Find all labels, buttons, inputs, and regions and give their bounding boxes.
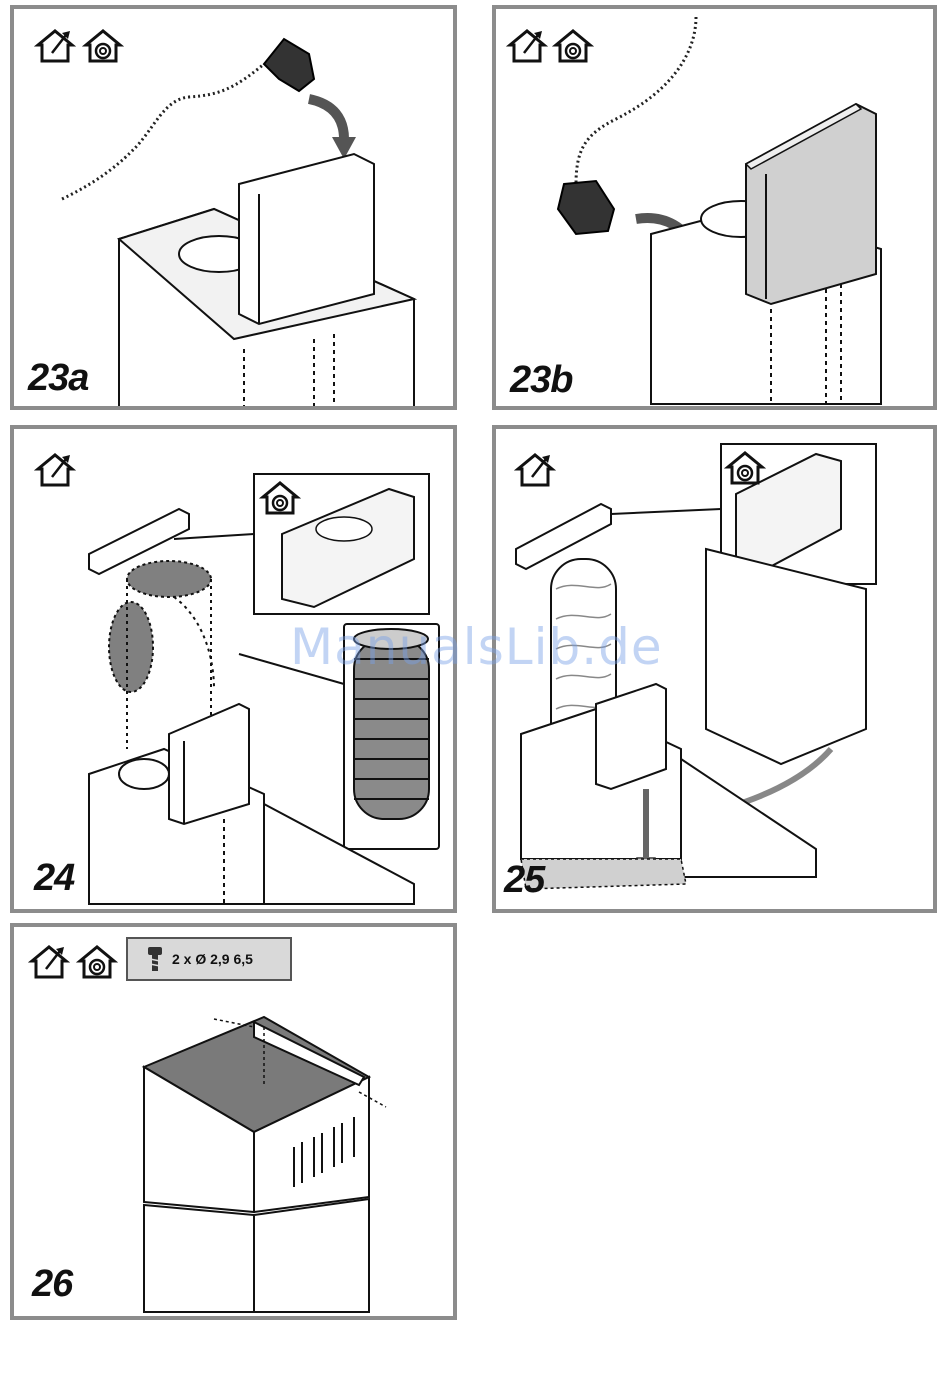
duct-out-icon xyxy=(34,27,76,65)
illustration-23a xyxy=(14,9,457,410)
duct-out-icon xyxy=(34,451,76,489)
duct-out-icon xyxy=(506,27,548,65)
screw-spec-box: 2 x Ø 2,9 6,5 xyxy=(126,937,292,981)
recirculation-icon xyxy=(724,449,766,487)
duct-out-icon xyxy=(34,451,76,489)
panel-23a: 23a xyxy=(10,5,457,410)
panel-26: 2 x Ø 2,9 6,5 26 xyxy=(10,923,457,1320)
watermark: ManualsLib.de xyxy=(290,618,663,676)
panel-23b: 23b xyxy=(492,5,937,410)
duct-out-icon xyxy=(28,943,70,981)
duct-out-icon xyxy=(28,943,70,981)
screw-icon xyxy=(140,945,170,975)
duct-out-icon xyxy=(514,451,556,489)
recirculation-icon xyxy=(259,479,301,517)
recirculation-icon xyxy=(724,449,766,487)
step-label: 23b xyxy=(510,359,572,402)
step-label: 25 xyxy=(504,859,544,902)
recirculation-icon xyxy=(82,27,124,65)
illustration-23b xyxy=(496,9,937,410)
screw-spec-text: 2 x Ø 2,9 6,5 xyxy=(172,951,253,967)
recirculation-icon xyxy=(552,27,594,65)
recirculation-icon xyxy=(76,943,118,981)
recirculation-icon xyxy=(76,943,118,981)
duct-out-icon xyxy=(34,27,76,65)
recirculation-icon xyxy=(552,27,594,65)
illustration-26 xyxy=(14,927,457,1320)
duct-out-icon xyxy=(514,451,556,489)
step-label: 24 xyxy=(34,857,74,900)
step-label: 26 xyxy=(32,1263,72,1306)
step-label: 23a xyxy=(28,357,88,400)
recirculation-icon xyxy=(259,479,301,517)
recirculation-icon xyxy=(82,27,124,65)
duct-out-icon xyxy=(506,27,548,65)
